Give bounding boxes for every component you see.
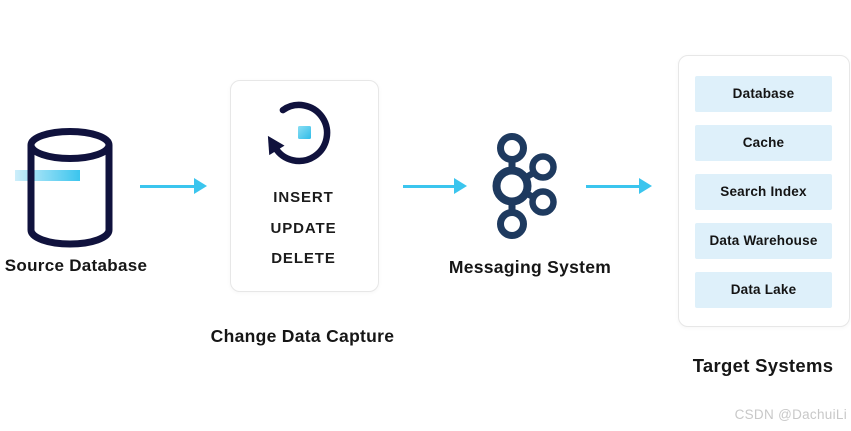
cdc-operation-update: UPDATE xyxy=(270,220,337,237)
target-row-data-warehouse: Data Warehouse xyxy=(695,223,832,259)
target-systems-label: Target Systems xyxy=(692,355,834,376)
target-row-database: Database xyxy=(695,76,832,112)
source-database-label: Source Database xyxy=(4,256,148,275)
arrow-head-icon xyxy=(194,178,207,194)
target-row-search-index: Search Index xyxy=(695,174,832,210)
cdc-operation-delete: DELETE xyxy=(271,250,336,267)
flow-arrow-3 xyxy=(586,178,652,194)
watermark-text: CSDN @DachuiLi xyxy=(734,407,847,422)
target-systems-panel: Database Cache Search Index Data Warehou… xyxy=(678,55,850,327)
target-row-cache: Cache xyxy=(695,125,832,161)
messaging-system-label: Messaging System xyxy=(448,257,612,277)
flow-arrow-2 xyxy=(403,178,467,194)
target-row-data-lake: Data Lake xyxy=(695,272,832,308)
arrow-head-icon xyxy=(454,178,467,194)
flow-arrow-1 xyxy=(140,178,207,194)
arrow-shaft xyxy=(403,184,454,188)
arrow-shaft xyxy=(586,184,639,188)
change-data-capture-card: INSERT UPDATE DELETE xyxy=(230,80,379,292)
rotate-refresh-icon xyxy=(267,101,331,165)
change-data-capture-label: Change Data Capture xyxy=(210,326,395,346)
arrow-head-icon xyxy=(639,178,652,194)
kafka-icon xyxy=(492,133,557,239)
cdc-operation-insert: INSERT xyxy=(273,189,334,206)
database-cylinder-icon xyxy=(15,128,113,248)
arrow-shaft xyxy=(140,184,194,188)
